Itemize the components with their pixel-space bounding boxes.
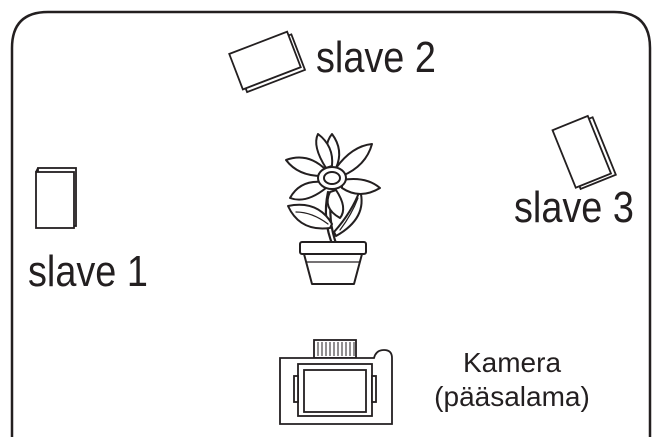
slave-1-flash-icon [35,167,77,229]
camera-label-line2: (pääsalama) [434,381,590,412]
camera-icon [279,339,393,425]
camera-label: Kamera (pääsalama) [402,346,622,414]
slave-3-label: slave 3 [514,183,634,232]
slave-1-label: slave 1 [28,247,148,296]
slave-2-flash-icon [228,30,307,94]
potted-flower-icon [285,133,381,285]
slave-2-label: slave 2 [316,33,436,82]
camera-label-line1: Kamera [462,347,562,378]
slave-3-flash-icon [551,114,618,191]
room-outline [10,10,652,437]
